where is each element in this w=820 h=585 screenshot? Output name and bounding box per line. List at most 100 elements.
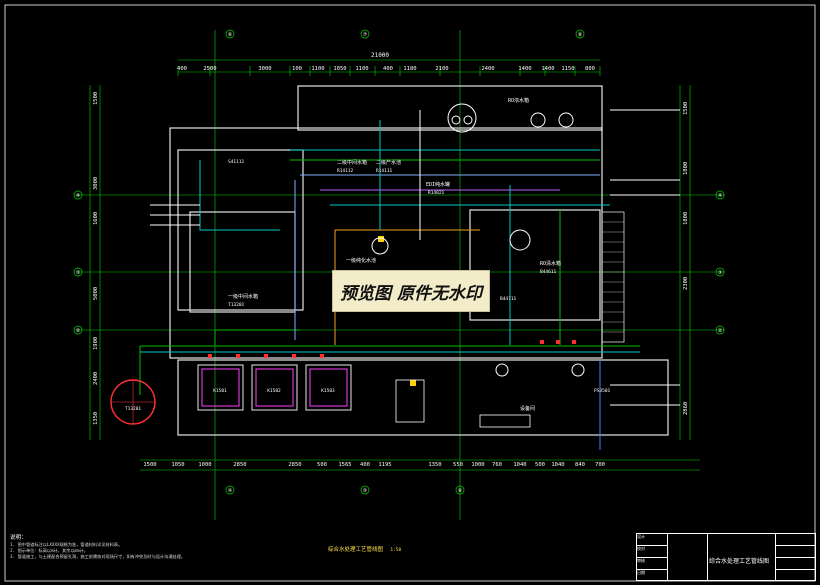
title-block-cell <box>776 558 816 570</box>
left-dim: 2400 <box>93 372 99 385</box>
drawing-scale: 1:50 <box>390 548 402 553</box>
grid-axis-labels: ⑥ ⑦ ⑧ ④ ⑤ ⑥ ④ ③ ② ④ ③ ② <box>76 32 723 494</box>
tank-code: S41111 <box>228 159 245 165</box>
tank-code: K1501 <box>213 388 227 394</box>
right-dim: 2300 <box>683 277 689 290</box>
top-dim: 1100 <box>311 66 324 72</box>
drawing-notes: 说明： 1. 图中管道标注以LXXXX规格为准，管道材料详见材料表。 2. 图示… <box>10 535 330 560</box>
grid-label: ② <box>718 328 723 334</box>
bottom-dim: 500 <box>317 462 327 468</box>
grid-label: ⑥ <box>228 32 233 38</box>
bottom-dim: 1000 <box>471 462 484 468</box>
tank-code: PS3501 <box>594 388 611 394</box>
notes-heading: 说明： <box>10 535 27 541</box>
tank-label: EDI纯水罐 <box>426 181 450 188</box>
top-dim: 400 <box>177 66 187 72</box>
tank-code: B44611 <box>540 269 557 275</box>
top-dim: 1400 <box>541 66 554 72</box>
round-tank <box>110 379 156 425</box>
title-block-row: 审核 <box>637 558 667 570</box>
preview-watermark: 预览图 原件无水印 <box>332 270 490 312</box>
bottom-tank-codes: K1501 K1502 K1503 <box>213 388 335 394</box>
bottom-dim: 700 <box>595 462 605 468</box>
tank-code: R14112 <box>337 168 354 174</box>
left-dim: 1600 <box>93 212 99 225</box>
left-dim-texts: 1500 3000 1600 5000 1900 2400 1350 <box>93 92 99 425</box>
tank-label: 二级产水池 <box>376 159 401 166</box>
bottom-dim: 400 <box>360 462 370 468</box>
bottom-dim: 760 <box>492 462 502 468</box>
top-dim-texts: 400 2500 3000 100 1100 1050 1100 400 118… <box>177 66 595 72</box>
building-walls <box>169 85 669 436</box>
top-dim: 1400 <box>518 66 531 72</box>
tank-code: K1503 <box>321 388 335 394</box>
note-line: 1. 图中管道标注以LXXXX规格为准，管道材料详见材料表。 <box>10 542 123 547</box>
right-dim: 2860 <box>683 402 689 415</box>
grid-label: ③ <box>76 270 81 276</box>
pipe-network <box>139 109 680 450</box>
left-dim: 1900 <box>93 337 99 350</box>
left-dim: 3000 <box>93 177 99 190</box>
bottom-dim: 1565 <box>338 462 351 468</box>
bottom-dim: 2850 <box>288 462 301 468</box>
top-dim: 1100 <box>355 66 368 72</box>
drawing-frame <box>4 4 816 582</box>
grid-label: ⑥ <box>458 488 463 494</box>
title-block-cell <box>776 546 816 558</box>
top-equipment <box>371 103 585 377</box>
stair-hatch <box>601 211 625 343</box>
top-dim: 3000 <box>258 66 271 72</box>
top-dim: 1150 <box>561 66 574 72</box>
top-dim: 2400 <box>481 66 494 72</box>
total-width-dim: 21000 <box>371 52 389 59</box>
tank-labels: 二级中间水箱 二级产水池 一级纯化水池 EDI纯水罐 RO浓水箱 RO清水箱 一… <box>228 97 561 300</box>
tank-label: RO浓水箱 <box>508 97 529 104</box>
bottom-dim: 840 <box>575 462 585 468</box>
top-dim: 2500 <box>203 66 216 72</box>
top-dim: 800 <box>585 66 595 72</box>
bottom-dim: 550 <box>453 462 463 468</box>
right-dim: 1800 <box>683 162 689 175</box>
title-block-mid-col <box>667 534 708 580</box>
title-block-row: 校对 <box>637 546 667 558</box>
tank-code: K1502 <box>267 388 281 394</box>
tank-codes: R14112 R14111 B44611 B44711 R14021 S4111… <box>228 159 611 394</box>
drawing-title: 综合水处理工艺管线图 1:50 <box>328 545 401 553</box>
bottom-dim: 1195 <box>378 462 391 468</box>
tank-code: R14111 <box>376 168 393 174</box>
top-dim: 100 <box>292 66 302 72</box>
note-line: 2. 图示单位：标高以m计，其余以mm计。 <box>10 548 88 553</box>
bottom-dim-texts: 1500 1050 1000 2850 2850 500 1565 400 11… <box>143 462 605 468</box>
grid-label: ④ <box>228 488 233 494</box>
title-block-left-col: 设计 校对 审核 日期 <box>637 534 668 580</box>
left-dim: 1500 <box>93 92 99 105</box>
equipment-room-label: 设备间 <box>520 405 535 412</box>
equipment-room-box <box>395 379 531 428</box>
grid-label: ② <box>76 328 81 334</box>
tank-label: 二级中间水箱 <box>337 159 367 166</box>
top-dim: 2100 <box>435 66 448 72</box>
note-line: 3. 管道施工，与土建配合预留孔洞，施工前需核对现场尺寸，如有冲突及时与设计沟通… <box>10 554 186 559</box>
drawing-title-text: 综合水处理工艺管线图 <box>328 547 384 553</box>
right-dim: 1500 <box>683 102 689 115</box>
title-block-row: 日期 <box>637 570 645 575</box>
left-dim: 1350 <box>93 412 99 425</box>
left-dim: 5000 <box>93 287 99 300</box>
grid-axis-markers <box>73 29 725 495</box>
tank-label: 一级纯化水池 <box>346 257 376 264</box>
grid-label: ⑤ <box>363 488 368 494</box>
tank-code: B44711 <box>500 296 517 302</box>
bottom-dim: 1040 <box>513 462 526 468</box>
tank-code: R14021 <box>428 190 445 196</box>
valves <box>208 236 576 386</box>
bottom-dim: 2850 <box>233 462 246 468</box>
bottom-dim: 1050 <box>171 462 184 468</box>
title-block: 设计 校对 审核 日期 综合水处理工艺管线图 <box>636 533 816 581</box>
bottom-dim: 1000 <box>198 462 211 468</box>
tank-label: RO清水箱 <box>540 260 561 267</box>
bottom-dim: 1500 <box>143 462 156 468</box>
title-block-name: 综合水处理工艺管线图 <box>709 558 770 565</box>
grid-label: ④ <box>76 193 81 199</box>
top-dim: 1180 <box>403 66 416 72</box>
